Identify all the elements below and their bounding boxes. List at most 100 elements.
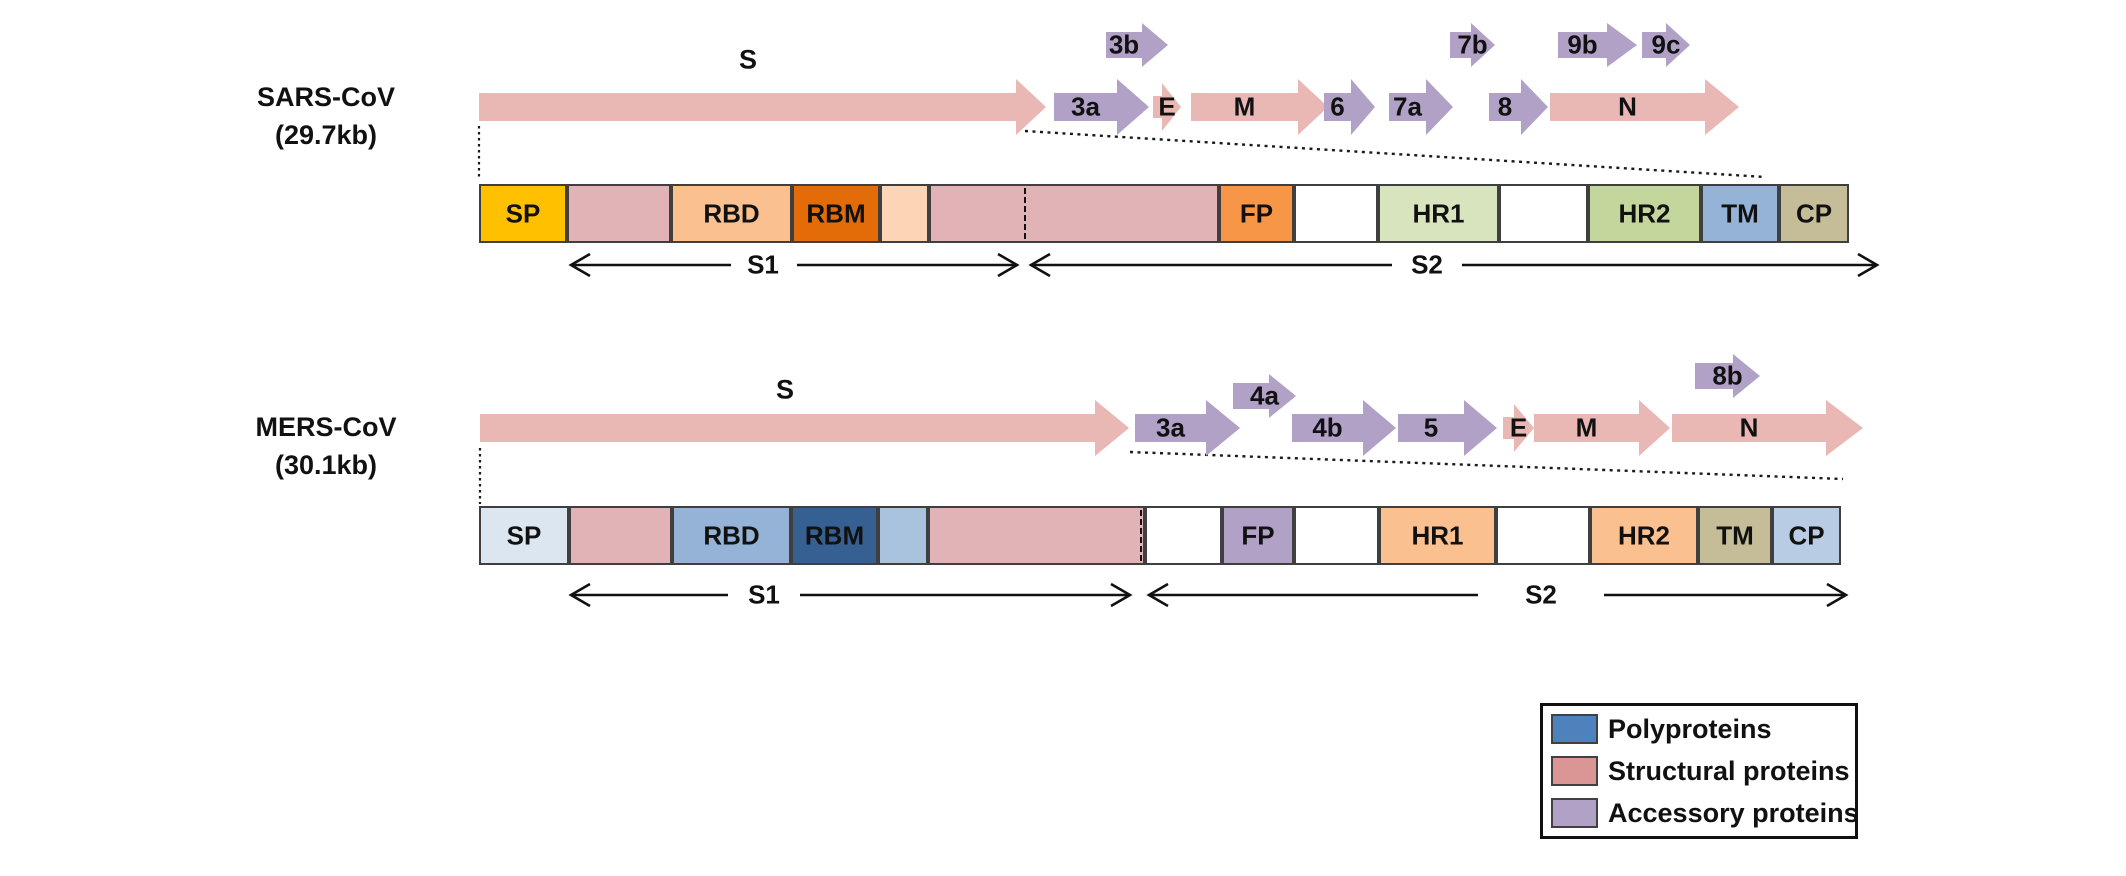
sars-gene-E-label: E — [1158, 91, 1176, 122]
legend-label: Polyproteins — [1608, 713, 1772, 744]
sars-segment-cp: CP — [1779, 184, 1849, 243]
sars-gene-3a-bar — [1054, 93, 1117, 121]
sars-segment-cp-label: CP — [1795, 198, 1833, 228]
sars-gene-E-bar — [1153, 96, 1162, 118]
mers-segment-hr2-label: HR2 — [1617, 520, 1671, 550]
sars-gene-9b: 9b — [1558, 23, 1637, 67]
mers-gene-S — [480, 400, 1129, 456]
sars-gene-8-label: 8 — [1497, 91, 1513, 122]
mers-gene-M-bar — [1534, 414, 1639, 442]
sars-gene-E: E — [1153, 83, 1181, 131]
sars-segment-seg1 — [567, 184, 671, 243]
mers-gene-8b-bar — [1695, 363, 1733, 389]
sars-gene-9b-label: 9b — [1567, 29, 1598, 60]
mers-segment-gap1 — [1145, 506, 1222, 565]
sars-gene-3a-label: 3a — [1071, 91, 1100, 122]
sars-gene-M: M — [1191, 79, 1328, 135]
mers-genome-size: (30.1kb) — [274, 450, 378, 480]
mers-segment-cp: CP — [1772, 506, 1841, 565]
sars-gene-9c-arrowhead-icon — [1666, 23, 1690, 67]
sars-gene-S — [479, 79, 1046, 135]
sars-gene-6-bar — [1324, 93, 1351, 121]
sars-segment-fp-label: FP — [1239, 198, 1274, 228]
sars-gene-6-arrowhead-icon — [1351, 79, 1375, 135]
sars-gene-7a-arrowhead-icon — [1426, 79, 1453, 135]
mers-gene-3a-label: 3a — [1156, 412, 1185, 443]
legend-label: Structural proteins — [1608, 755, 1850, 786]
mers-segment-hr1-label: HR1 — [1411, 520, 1464, 550]
mers-gene-E-bar — [1503, 417, 1514, 439]
sars-gene-7b-label: 7b — [1457, 29, 1488, 60]
sars-segment-tm-label: TM — [1721, 198, 1759, 228]
sars-gene-3b: 3b — [1106, 23, 1168, 67]
mers-segment-tm-label: TM — [1716, 520, 1754, 550]
mers-gene-4a: 4a — [1233, 374, 1296, 418]
sars-segment-hr2-label: HR2 — [1618, 198, 1671, 228]
sars-gene-3a-arrowhead-icon — [1117, 79, 1149, 135]
sars-gene-M-label: M — [1233, 91, 1256, 122]
mers-gene-5-arrowhead-icon — [1464, 400, 1497, 456]
mers-gene-5: 5 — [1398, 400, 1497, 456]
sars-segment-hr2: HR2 — [1588, 184, 1701, 243]
sars-gene-M-bar — [1191, 93, 1298, 121]
mers-segment-sp: SP — [479, 506, 569, 565]
sars-gene-9c: 9c — [1642, 23, 1690, 67]
mers-gene-4b-arrowhead-icon — [1363, 400, 1396, 456]
mers-gene-3a-arrowhead-icon — [1206, 400, 1240, 456]
mers-gene-4b-bar — [1292, 414, 1363, 442]
sars-segment-hr1: HR1 — [1378, 184, 1499, 243]
sars-gene-7b-arrowhead-icon — [1471, 23, 1495, 67]
legend-swatch-icon — [1551, 714, 1598, 744]
mers-gene-M-arrowhead-icon — [1639, 400, 1670, 456]
sars-cleavage-dashed-line — [1024, 188, 1026, 239]
sars-gene-7a: 7a — [1389, 79, 1453, 135]
mers-gene-E-label: E — [1509, 412, 1528, 443]
sars-gene-3a: 3a — [1054, 79, 1149, 135]
sars-virus-label: SARS-CoV (29.7kb) — [228, 78, 424, 154]
mers-segment-gap3 — [1496, 506, 1590, 565]
mers-virus-label: MERS-CoV (30.1kb) — [228, 408, 424, 484]
sars-segment-rbm: RBM — [792, 184, 880, 243]
mers-gene-4a-label: 4a — [1250, 380, 1279, 411]
mers-gene-5-bar — [1398, 414, 1464, 442]
sars-gene-N-arrowhead-icon — [1705, 79, 1739, 135]
mers-gene-E: E — [1503, 404, 1534, 452]
mers-segment-seg2 — [878, 506, 928, 565]
mers-gene-5-label: 5 — [1423, 412, 1439, 443]
sars-segment-sp-label: SP — [505, 198, 541, 228]
sars-gene-3b-arrowhead-icon — [1142, 23, 1168, 67]
sars-segment-sp: SP — [479, 184, 567, 243]
mers-gene-M-label: M — [1575, 412, 1598, 443]
mers-gene-4a-arrowhead-icon — [1269, 374, 1296, 418]
mers-gene-S-bar — [480, 414, 1095, 442]
sars-gene-7b-bar — [1450, 32, 1471, 58]
mers-gene-N-arrowhead-icon — [1826, 400, 1863, 456]
mers-gene-N-label: N — [1739, 412, 1759, 443]
sars-s1-label: S1 — [747, 249, 779, 280]
mers-gene-8b: 8b — [1695, 354, 1760, 398]
sars-segment-rbd-label: RBD — [703, 198, 760, 228]
sars-segment-tm: TM — [1701, 184, 1779, 243]
sars-virus-name: SARS-CoV — [256, 82, 395, 112]
mers-segment-fp: FP — [1222, 506, 1294, 565]
sars-gene-9b-bar — [1558, 32, 1607, 58]
mers-segment-hr1: HR1 — [1379, 506, 1496, 565]
sars-segment-rbm-label: RBM — [806, 198, 866, 228]
mers-cleavage-dashed-line — [1140, 510, 1142, 561]
sars-segment-gap1 — [1294, 184, 1378, 243]
mers-gene-3a-bar — [1135, 414, 1206, 442]
mers-segment-tm: TM — [1698, 506, 1772, 565]
sars-segment-seg3 — [929, 184, 1219, 243]
mers-gene-4b: 4b — [1292, 400, 1396, 456]
sars-gene-S-bar — [479, 93, 1016, 121]
mers-segment-seg3 — [928, 506, 1145, 565]
mers-gene-E-arrowhead-icon — [1514, 404, 1534, 452]
legend-row-2: Accessory proteins — [1551, 792, 1859, 834]
mers-segment-rbm-label: RBM — [804, 520, 865, 550]
legend-swatch-icon — [1551, 798, 1598, 828]
